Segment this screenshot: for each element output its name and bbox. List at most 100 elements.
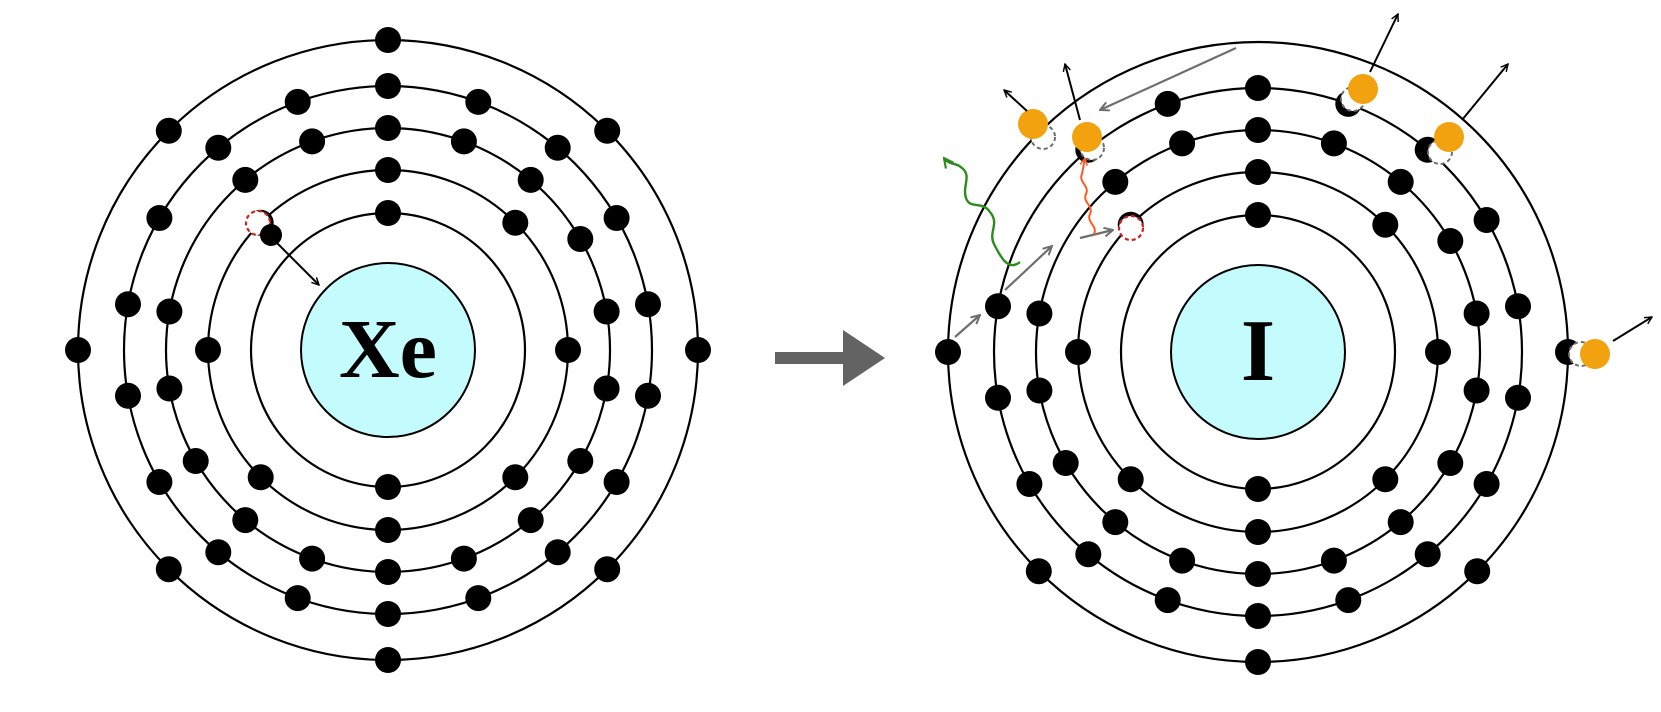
auger-wave-icon [1081,158,1096,235]
xe-electron [375,474,401,500]
xe-electron [555,337,581,363]
i-electron [935,339,961,365]
xe-electron [603,469,630,495]
capture-electron [260,224,282,246]
xe-electron [375,601,401,627]
i-electron [1414,541,1441,568]
i-electron [1154,587,1181,614]
xe-electron [544,539,571,566]
i-electron [1065,339,1091,365]
transition-arrow-icon [1004,246,1052,291]
i-electron [1372,211,1399,238]
xe-electron [375,200,401,226]
i-electron [1245,519,1271,545]
process-arrow-icon [775,330,885,386]
xe-electron [517,507,544,534]
i-vacancy-marker [1117,214,1145,242]
transition-arrow-icon [1100,46,1237,110]
xe-electron [594,556,621,583]
xe-electron [299,545,326,572]
xe-electron [115,382,141,409]
xe-electron [155,117,182,144]
xe-electron [115,291,141,318]
xe-electron [375,559,401,585]
xe-electron [635,291,661,318]
i-electron [1245,117,1271,143]
i-electron [1437,228,1464,254]
i-electron [1505,293,1531,320]
ejected-electron [1340,14,1399,112]
capture-arrow-icon [276,242,319,285]
xe-electron [146,205,173,231]
i-atom: I [935,14,1652,675]
i-electron [1463,377,1490,404]
xe-electron [375,517,401,543]
i-electron [1505,384,1531,411]
xe-electron [517,166,544,193]
xe-capture-annotation [244,209,319,285]
i-electron [1473,207,1500,233]
i-electron [1245,649,1271,675]
ejected-electron [1004,90,1056,150]
i-electron [1245,202,1271,228]
xe-electron [375,157,401,183]
xe-electron [375,115,401,141]
ejected-electron [1568,316,1652,369]
xe-electron [502,209,529,236]
ejected-electron [1427,64,1508,165]
xe-electron [635,382,661,409]
i-electron [1117,466,1144,493]
xe-electron [567,226,594,252]
i-electron [1245,159,1271,185]
xe-electron [450,545,477,572]
xe-electron [146,469,173,495]
i-electron [1473,471,1500,497]
i-electron [1075,541,1102,568]
i-electron [1169,547,1196,574]
i-electron [1320,130,1347,157]
i-relaxation-annotations [944,14,1652,369]
photon-wave-icon [944,158,1021,267]
xe-electron [205,539,232,566]
xe-electron [284,88,311,115]
xe-electron [155,556,182,583]
xe-electron [593,375,620,402]
xe-electron [156,298,183,325]
i-electron [1320,547,1347,574]
xe-electron [65,337,91,363]
xe-electron [375,647,401,673]
i-electron [1437,450,1464,476]
xe-electrons [65,27,711,673]
xe-electron [593,298,620,325]
i-electron [1052,450,1079,476]
i-electron [1102,168,1129,195]
i-electron [1169,130,1196,157]
i-electrons [935,75,1581,675]
xe-electron [205,134,232,161]
xe-electron [232,507,259,534]
xe-electron [502,464,529,491]
xe-electron [594,117,621,144]
xe-electron [465,585,492,612]
i-electron [1016,471,1043,497]
i-electron [1425,339,1451,365]
i-electron [1372,466,1399,493]
i-electron [1154,90,1181,117]
i-electron [1102,509,1129,536]
i-electron [1245,561,1271,587]
xe-electron [450,128,477,155]
i-electron [1245,476,1271,502]
i-electron [1335,587,1362,614]
i-electron [1245,603,1271,629]
xe-electron [284,585,311,612]
transition-arrow-icon [1079,230,1113,240]
i-electron [985,293,1011,320]
xe-electron [232,166,259,193]
xe-atom: Xe [65,27,711,673]
i-electron [1025,558,1052,585]
i-electron [1464,558,1491,585]
xe-electron [685,337,711,363]
xe-electron [195,337,221,363]
xe-electron [603,205,630,231]
